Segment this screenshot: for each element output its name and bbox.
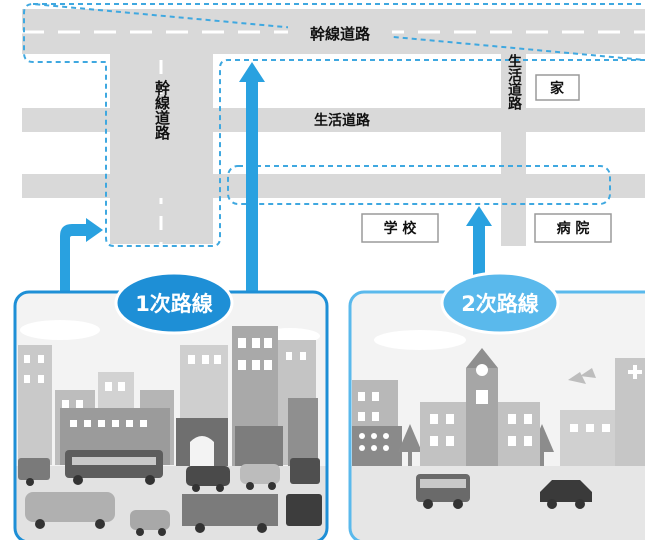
school-label: 学 校 xyxy=(384,220,418,237)
secondary-route-label: 2次路線 xyxy=(461,292,539,316)
secondary-route-badge: 2次路線 xyxy=(440,271,560,335)
route-boundaries xyxy=(23,2,645,247)
up-arrow-icon-secondary xyxy=(466,206,492,292)
trunk-road-label: 幹線道路 xyxy=(310,25,371,43)
place-house: 家 xyxy=(535,74,580,101)
route-arrows xyxy=(60,62,492,292)
local-road-vertical xyxy=(501,54,526,246)
trunk-road-vertical-label: 幹線道路 xyxy=(153,79,171,140)
primary-route-boundary xyxy=(23,2,645,247)
local-road-vertical-label: 生活道路 xyxy=(506,53,522,110)
local-road-lower xyxy=(22,174,645,198)
local-road-label: 生活道路 xyxy=(314,112,371,129)
house-label: 家 xyxy=(550,80,565,97)
up-arrow-icon-primary xyxy=(239,62,265,292)
road-network xyxy=(22,9,645,246)
secondary-route-boundary xyxy=(227,165,611,205)
local-road-upper xyxy=(22,108,645,132)
city-scene-panel xyxy=(13,290,329,544)
hospital-label: 病 院 xyxy=(557,220,590,237)
place-hospital: 病 院 xyxy=(534,213,612,243)
primary-route-badge: 1次路線 xyxy=(114,271,234,335)
place-school: 学 校 xyxy=(361,213,439,243)
bent-arrow-icon xyxy=(60,218,103,292)
primary-route-label: 1次路線 xyxy=(135,292,213,316)
